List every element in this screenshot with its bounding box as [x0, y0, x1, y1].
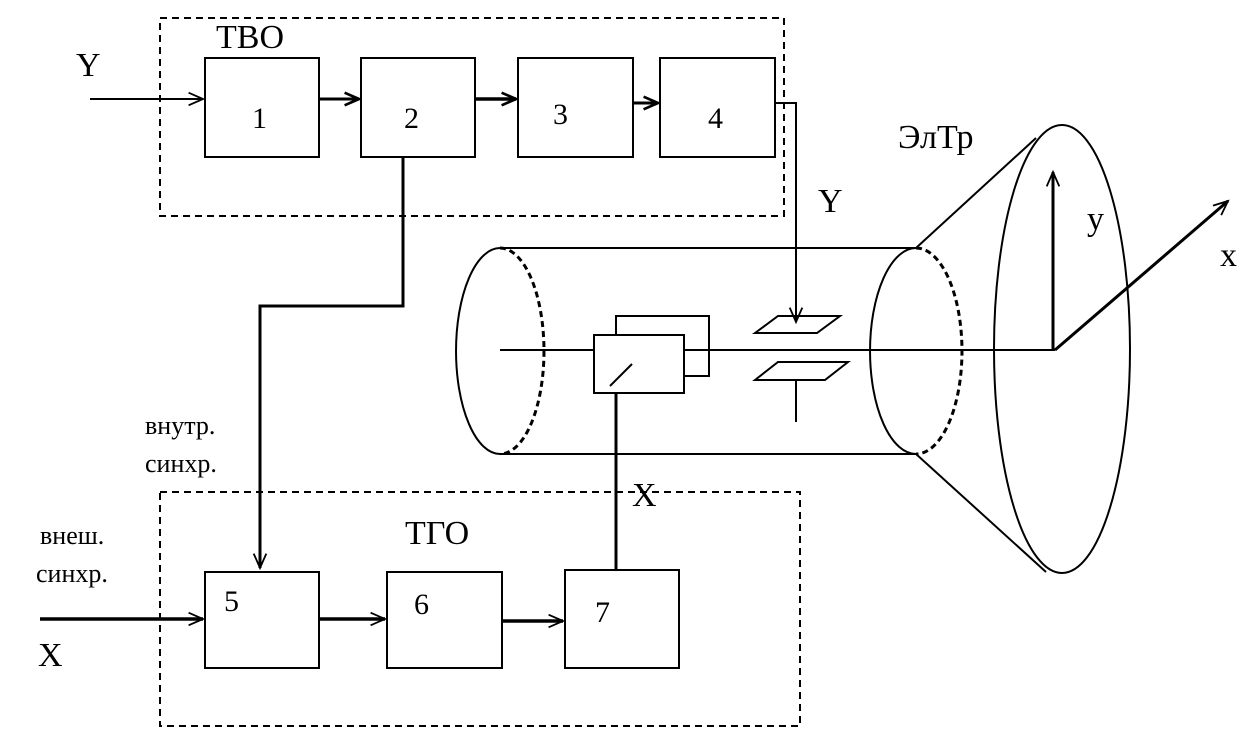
external-sync-label-1: внеш.: [40, 521, 104, 550]
block-3-label: 3: [553, 98, 568, 131]
internal-sync-label-1: внутр.: [145, 411, 215, 440]
screen-x-axis-arrow: [1054, 201, 1228, 352]
vertical-channel-group: [159, 17, 785, 217]
block-5-label: 5: [224, 585, 239, 618]
block-1: 1: [204, 57, 320, 158]
block-5: 5: [204, 571, 320, 669]
y-deflection-plates: [751, 315, 851, 422]
x-input-label: X: [38, 637, 63, 674]
block-2: 2: [360, 57, 476, 158]
crt-tube: [455, 124, 1131, 574]
crt-label: ЭлТр: [898, 119, 973, 156]
internal-sync-line: [260, 157, 405, 568]
y-deflection-line: [775, 102, 796, 322]
y-input-label: Y: [76, 47, 101, 84]
block-6: 6: [386, 571, 503, 669]
external-sync-label-2: синхр.: [36, 559, 108, 588]
horizontal-channel-group: [159, 491, 801, 727]
screen-y-axis-label: y: [1087, 201, 1104, 238]
block-4: 4: [659, 57, 776, 158]
y-output-label: Y: [818, 183, 843, 220]
vertical-channel-label: ТВО: [216, 19, 284, 56]
block-3: 3: [517, 57, 634, 158]
screen-x-axis-label: x: [1220, 237, 1237, 274]
horizontal-channel-label: ТГО: [405, 515, 469, 552]
x-output-label: X: [632, 477, 657, 514]
block-4-label: 4: [708, 102, 723, 135]
internal-sync-label-2: синхр.: [145, 449, 217, 478]
block-7-label: 7: [595, 596, 610, 629]
block-2-label: 2: [404, 102, 419, 135]
block-1-label: 1: [252, 102, 267, 135]
block-7: 7: [564, 569, 680, 669]
electron-gun: [593, 315, 710, 394]
block-6-label: 6: [414, 588, 429, 621]
